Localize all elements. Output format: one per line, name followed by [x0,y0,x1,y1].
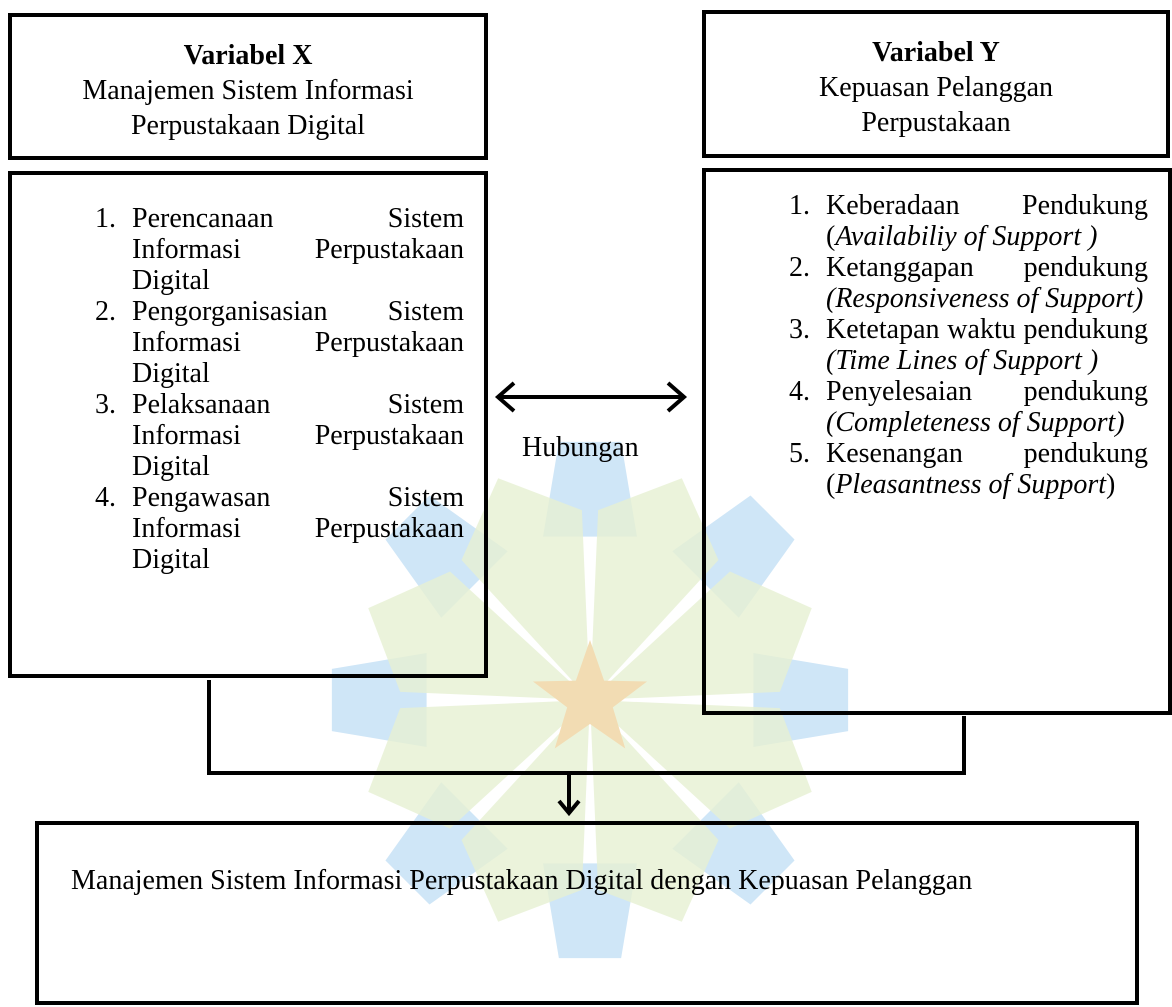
variable-x-indicator-list: 1. Perencanaan Sistem Informasi Perpustak… [72,203,464,575]
item-number: 2. [95,296,116,327]
variable-x-subtitle: Manajemen Sistem Informasi Perpustakaan … [82,75,414,141]
variable-y-indicator-item: 2. Ketanggapan pendukung (Responsiveness … [766,252,1148,314]
variable-y-header-box: Variabel Y Kepuasan Pelanggan Perpustaka… [702,10,1170,158]
item-text: Keberadaan Pendukung (Availabiliy of Sup… [826,190,1148,252]
watermark-petal [385,782,508,905]
variable-x-indicator-item: 3. Pelaksanaan Sistem Informasi Perpustak… [72,389,464,482]
item-text: Ketetapan waktu pendukung (Time Lines of… [826,314,1148,376]
watermark-petal [385,495,508,618]
item-main-text: Kesenangan pendukung ( [826,438,1148,500]
watermark-leaf [368,571,590,700]
watermark-leaf [461,700,590,922]
watermark-leaf [590,700,719,922]
item-text: Pelaksanaan Sistem Informasi Perpustakaa… [132,389,464,482]
variable-x-indicator-item: 4. Pengawasan Sistem Informasi Perpustaka… [72,482,464,575]
item-main-text: Penyelesaian pendukung [826,376,1148,407]
item-number: 4. [95,482,116,513]
item-text: Perencanaan Sistem Informasi Perpustakaa… [132,203,464,296]
variable-x-header-box: Variabel X Manajemen Sistem Informasi Pe… [8,13,488,160]
item-text: Pengorganisasian Sistem Informasi Perpus… [132,296,464,389]
watermark-leaf [368,700,590,829]
item-italic-text: Availabiliy of Support ) [835,221,1098,252]
variable-y-indicator-list: 1. Keberadaan Pendukung (Availabiliy of S… [766,190,1148,500]
item-number: 5. [789,438,810,469]
watermark-petal [672,782,795,905]
variable-y-indicators-box: 1. Keberadaan Pendukung (Availabiliy of S… [702,168,1172,715]
relation-double-arrow-icon [494,381,688,413]
relation-label: Hubungan [522,432,639,463]
variable-y-indicator-item: 5. Kesenangan pendukung (Pleasantness of … [766,438,1148,500]
down-arrow-icon [557,773,581,817]
item-number: 1. [789,190,810,221]
watermark-leaf [590,571,812,700]
variable-x-title: Variabel X [183,40,313,71]
item-number: 2. [789,252,810,283]
item-text: Ketanggapan pendukung (Responsiveness of… [826,252,1148,314]
conclusion-box: Manajemen Sistem Informasi Perpustakaan … [35,821,1139,1005]
item-italic-text: (Responsiveness of Support) [826,283,1144,314]
watermark-leaf [590,700,812,829]
variable-x-indicator-item: 2. Pengorganisasian Sistem Informasi Perp… [72,296,464,389]
variable-y-indicator-item: 4. Penyelesaian pendukung (Completeness o… [766,376,1148,438]
variable-y-subtitle-line2: Perpustakaan [861,107,1011,138]
variable-y-indicator-item: 3. Ketetapan waktu pendukung (Time Lines … [766,314,1148,376]
item-text: Pengawasan Sistem Informasi Perpustakaan… [132,482,464,575]
item-text: Penyelesaian pendukung (Completeness of … [826,376,1148,438]
variable-y-title: Variabel Y [872,37,1000,68]
item-main-text: Ketetapan waktu pendukung [826,314,1148,345]
item-number: 4. [789,376,810,407]
item-italic-text: (Time Lines of Support ) [826,345,1099,376]
variable-y-indicator-item: 1. Keberadaan Pendukung (Availabiliy of S… [766,190,1148,252]
item-main-text: Ketanggapan pendukung [826,252,1148,283]
watermark-leaf [461,478,590,700]
variable-y-subtitle-line1: Kepuasan Pelanggan [818,72,1054,103]
item-number: 3. [789,314,810,345]
item-italic-text: (Completeness of Support) [826,407,1125,438]
item-number: 3. [95,389,116,420]
watermark-leaf [590,478,719,700]
item-italic-text: Pleasantness of Support [835,469,1106,500]
watermark-star [532,640,648,749]
variable-x-indicator-item: 1. Perencanaan Sistem Informasi Perpustak… [72,203,464,296]
item-text: Kesenangan pendukung (Pleasantness of Su… [826,438,1148,500]
conclusion-text: Manajemen Sistem Informasi Perpustakaan … [71,865,973,896]
item-number: 1. [95,203,116,234]
variable-x-indicators-box: 1. Perencanaan Sistem Informasi Perpustak… [8,171,488,678]
item-main-text: Keberadaan Pendukung ( [826,190,1148,252]
item-post-text: ) [1106,469,1116,500]
watermark-petal [672,495,795,618]
